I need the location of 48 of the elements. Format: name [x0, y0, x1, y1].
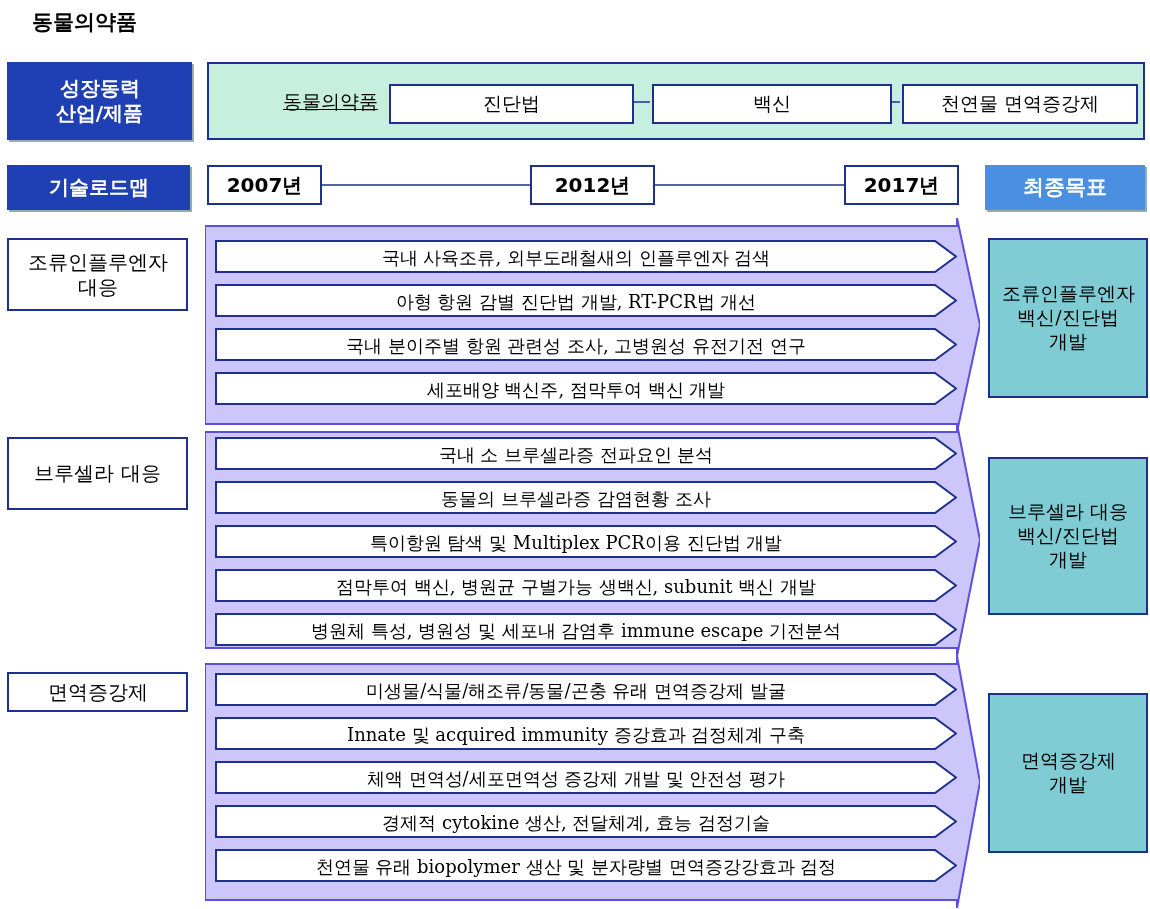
task-label: 세포배양 백신주, 점막투여 백신 개발	[425, 378, 727, 402]
panel-label: 동물의약품	[283, 89, 378, 114]
header-box: 최종목표	[985, 165, 1145, 210]
category-box: 백신	[652, 84, 892, 124]
category-box: 천연물 면역증강제	[902, 84, 1138, 124]
task-box	[215, 481, 957, 514]
task-box	[215, 372, 957, 405]
topic-box: 면역증강제	[7, 672, 188, 712]
connector-line	[321, 184, 531, 186]
goal-box: 면역증강제 개발	[988, 693, 1148, 853]
year-box: 2007년	[207, 165, 322, 205]
header-box: 성장동력 산업/제품	[7, 62, 192, 140]
year-box: 2012년	[530, 165, 655, 205]
task-box	[215, 613, 957, 646]
task-label: 동물의 브루셀라증 감염현황 조사	[440, 487, 712, 511]
task-box	[215, 673, 957, 706]
task-label: 경제적 cytokine 생산, 전달체계, 효능 검정기술	[381, 811, 771, 835]
task-box	[215, 328, 957, 361]
task-box	[215, 805, 957, 838]
task-label: 국내 소 브루셀라증 전파요인 분석	[437, 443, 715, 467]
task-box	[215, 525, 957, 558]
task-label: 점막투여 백신, 병원균 구별가능 생백신, subunit 백신 개발	[335, 575, 817, 599]
task-label: 천연물 유래 biopolymer 생산 및 분자량별 면역증강강효과 검정	[314, 855, 838, 879]
task-label: 특이항원 탐색 및 Multiplex PCR이용 진단법 개발	[368, 531, 784, 555]
task-label: 병원체 특성, 병원성 및 세포내 감염후 immune escape 기전분석	[309, 619, 843, 643]
year-box: 2017년	[844, 165, 959, 205]
task-label: 국내 분이주별 항원 관련성 조사, 고병원성 유전기전 연구	[345, 334, 807, 358]
task-label: 아형 항원 감별 진단법 개발, RT-PCR법 개선	[394, 290, 758, 314]
task-box	[215, 849, 957, 882]
task-label: 국내 사육조류, 외부도래철새의 인플루엔자 검색	[380, 246, 772, 270]
task-label: 체액 면역성/세포면역성 증강제 개발 및 안전성 평가	[365, 767, 787, 791]
task-box	[215, 717, 957, 750]
page-title: 동물의약품	[32, 9, 137, 36]
topic-box: 조류인플루엔자 대응	[7, 238, 188, 311]
task-label: Innate 및 acquired immunity 증강효과 검정체계 구축	[346, 723, 806, 747]
task-box	[215, 284, 957, 317]
task-box	[215, 761, 957, 794]
header-box: 기술로드맵	[7, 165, 190, 210]
goal-box: 브루셀라 대응 백신/진단법 개발	[988, 457, 1148, 615]
task-box	[215, 240, 957, 273]
goal-box: 조류인플루엔자 백신/진단법 개발	[988, 238, 1148, 398]
task-label: 미생물/식물/해조류/동물/곤충 유래 면역증강제 발굴	[365, 679, 787, 703]
connector-line	[654, 184, 845, 186]
task-box	[215, 437, 957, 470]
topic-box: 브루셀라 대응	[7, 437, 188, 510]
category-box: 진단법	[389, 84, 634, 124]
product-panel	[207, 62, 1145, 140]
task-box	[215, 569, 957, 602]
